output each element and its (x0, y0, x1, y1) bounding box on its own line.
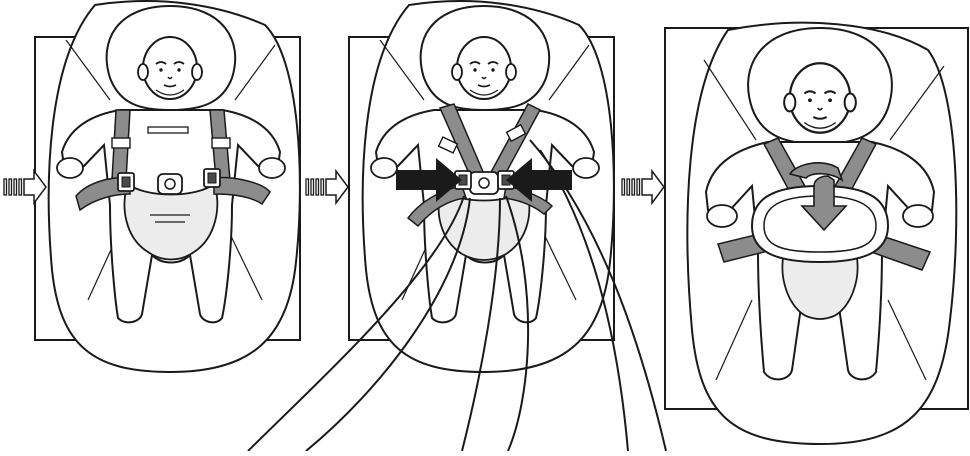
step-3-panel (665, 23, 968, 444)
buckle-right-1 (204, 169, 220, 187)
buckle-center-1 (158, 174, 182, 194)
step-arrow-2 (306, 171, 348, 203)
step-arrow-3 (622, 171, 664, 203)
step-2-panel (248, 1, 666, 451)
buckle-center-2 (470, 172, 498, 194)
buckle-left-1 (118, 173, 134, 191)
step-1-panel (35, 1, 300, 372)
